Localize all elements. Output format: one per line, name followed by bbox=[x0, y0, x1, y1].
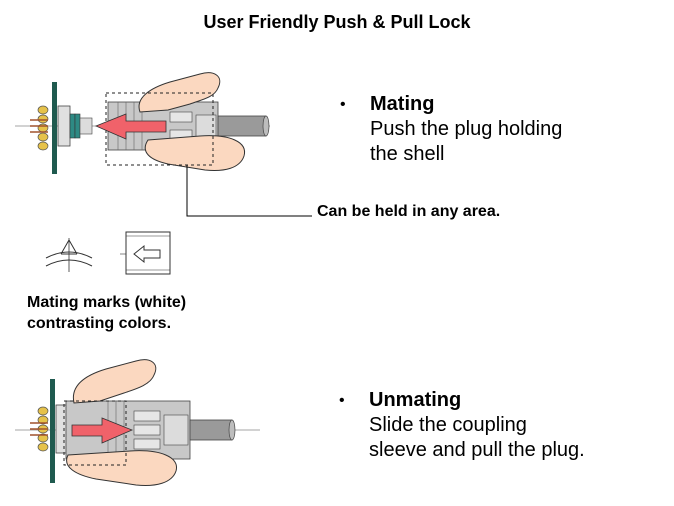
push-arrow bbox=[94, 113, 167, 140]
finger bbox=[144, 135, 246, 171]
unmating-line-2: sleeve and pull the plug. bbox=[369, 439, 585, 461]
pcb-pins bbox=[30, 119, 48, 133]
bullet-dot: • bbox=[340, 96, 346, 113]
bullet-dot: • bbox=[339, 392, 345, 409]
page-title: User Friendly Push & Pull Lock bbox=[203, 12, 471, 32]
unmating-illustration bbox=[15, 359, 260, 486]
mating-line-1: Push the plug holding bbox=[370, 118, 563, 140]
unmating-heading: Unmating bbox=[369, 389, 462, 411]
mating-heading: Mating bbox=[370, 93, 435, 115]
thumb bbox=[72, 359, 157, 404]
panel-board bbox=[52, 82, 57, 174]
pull-arrow bbox=[71, 417, 134, 444]
mating-bullet: • Mating Push the plug holding the shell bbox=[340, 92, 563, 167]
thumb bbox=[138, 72, 221, 113]
gold-nut bbox=[37, 105, 49, 151]
mating-marks-caption: Mating marks (white) contrasting colors. bbox=[27, 292, 186, 334]
unmating-bullet: • Unmating Slide the coupling sleeve and… bbox=[339, 388, 585, 463]
finger bbox=[66, 450, 177, 486]
grip-area-box bbox=[63, 400, 127, 466]
mating-marks-caption-line1: Mating marks (white) bbox=[27, 294, 187, 311]
mating-marks-caption-line2: contrasting colors. bbox=[27, 315, 172, 332]
mating-mark-arrow-icon bbox=[120, 231, 171, 275]
callout-text: Can be held in any area. bbox=[317, 203, 501, 220]
mating-line-2: the shell bbox=[370, 143, 445, 165]
panel-board bbox=[50, 379, 55, 483]
cable bbox=[189, 419, 233, 441]
pcb-pins bbox=[30, 422, 48, 436]
mating-illustration bbox=[15, 72, 270, 174]
unmating-line-1: Slide the coupling bbox=[369, 414, 527, 436]
mating-mark-triangle-icon bbox=[45, 238, 93, 272]
